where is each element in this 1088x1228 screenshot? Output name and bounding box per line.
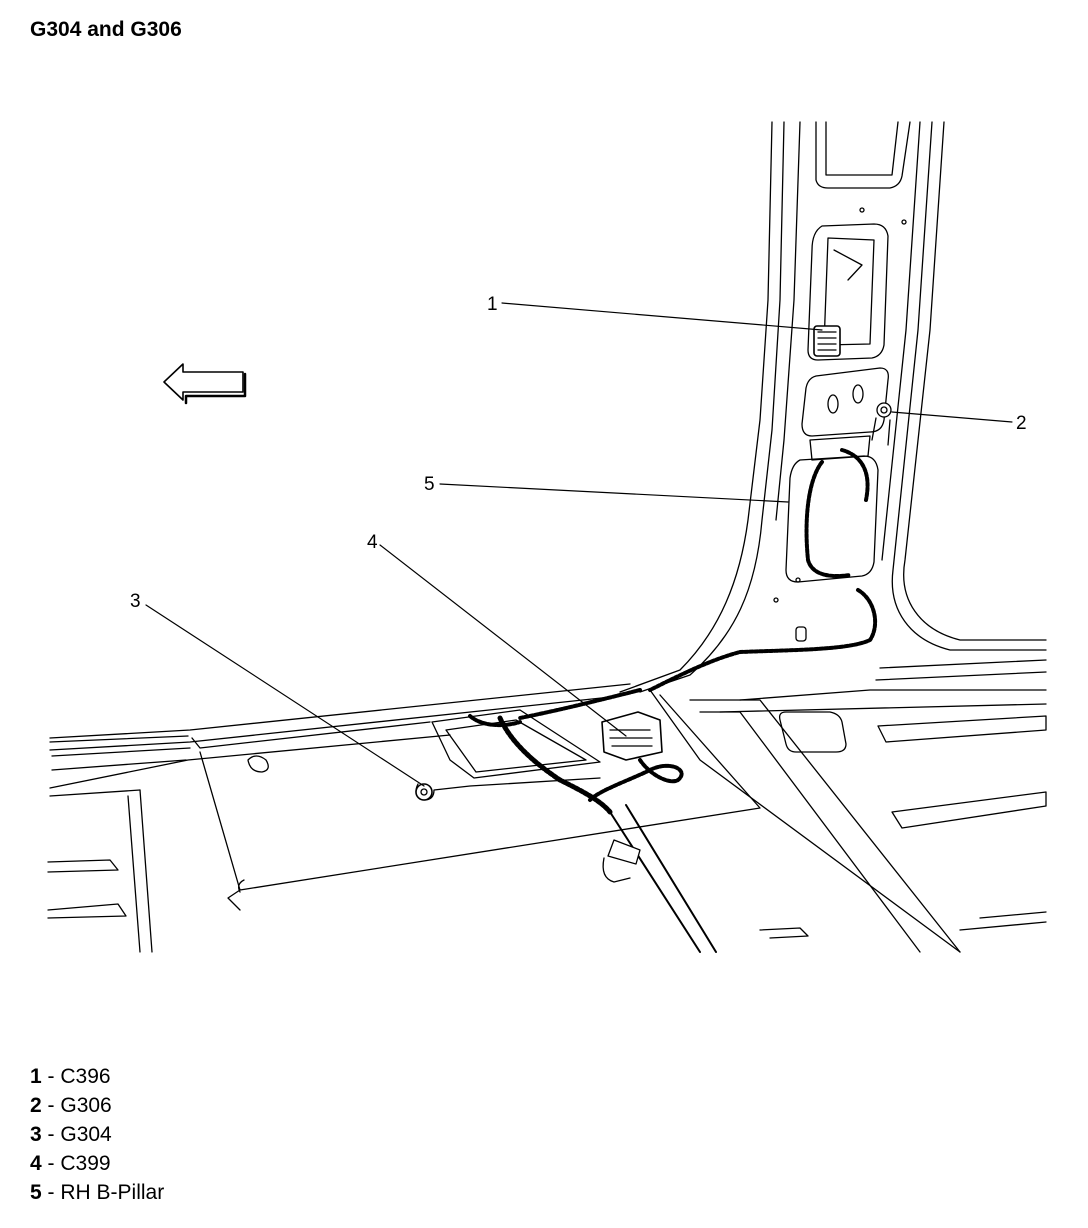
- legend-number: 3: [30, 1123, 42, 1146]
- callout-leaders: [145, 302, 1013, 787]
- legend-item: 1 - C396: [30, 1062, 164, 1091]
- legend-number: 2: [30, 1094, 42, 1117]
- callout-number-5: 5: [424, 474, 435, 495]
- legend-item: 4 - C399: [30, 1149, 164, 1178]
- forward-direction-arrow-icon: [163, 363, 247, 405]
- callout-number-2: 2: [1016, 413, 1027, 434]
- legend-item: 2 - G306: [30, 1091, 164, 1120]
- legend-label: RH B-Pillar: [60, 1181, 165, 1204]
- callout-number-1: 1: [487, 294, 498, 315]
- legend-label: G306: [60, 1094, 112, 1117]
- c399-connector: [601, 711, 663, 761]
- b-pillar-structure: [619, 121, 1047, 693]
- legend-label: G304: [60, 1123, 112, 1146]
- legend-separator: -: [41, 1123, 61, 1146]
- legend-separator: -: [41, 1181, 61, 1204]
- g304-ground-bolt: [415, 783, 433, 801]
- floor-pan: [47, 659, 1047, 953]
- legend-label: C396: [60, 1065, 111, 1088]
- callout-number-3: 3: [130, 591, 141, 612]
- legend-separator: -: [41, 1065, 61, 1088]
- callout-legend: 1 - C396 2 - G306 3 - G304 4 - C399 5 - …: [30, 1062, 164, 1207]
- callout-number-4: 4: [367, 532, 378, 553]
- legend-separator: -: [41, 1152, 61, 1175]
- legend-item: 5 - RH B-Pillar: [30, 1178, 164, 1207]
- legend-number: 5: [30, 1181, 42, 1204]
- legend-number: 1: [30, 1065, 42, 1088]
- g306-ground-bolt: [871, 402, 892, 446]
- page-title: G304 and G306: [30, 18, 182, 41]
- legend-number: 4: [30, 1152, 42, 1175]
- wiring-harness: [468, 688, 717, 953]
- legend-item: 3 - G304: [30, 1120, 164, 1149]
- legend-separator: -: [41, 1094, 61, 1117]
- legend-label: C399: [60, 1152, 111, 1175]
- c396-connector: [813, 325, 841, 357]
